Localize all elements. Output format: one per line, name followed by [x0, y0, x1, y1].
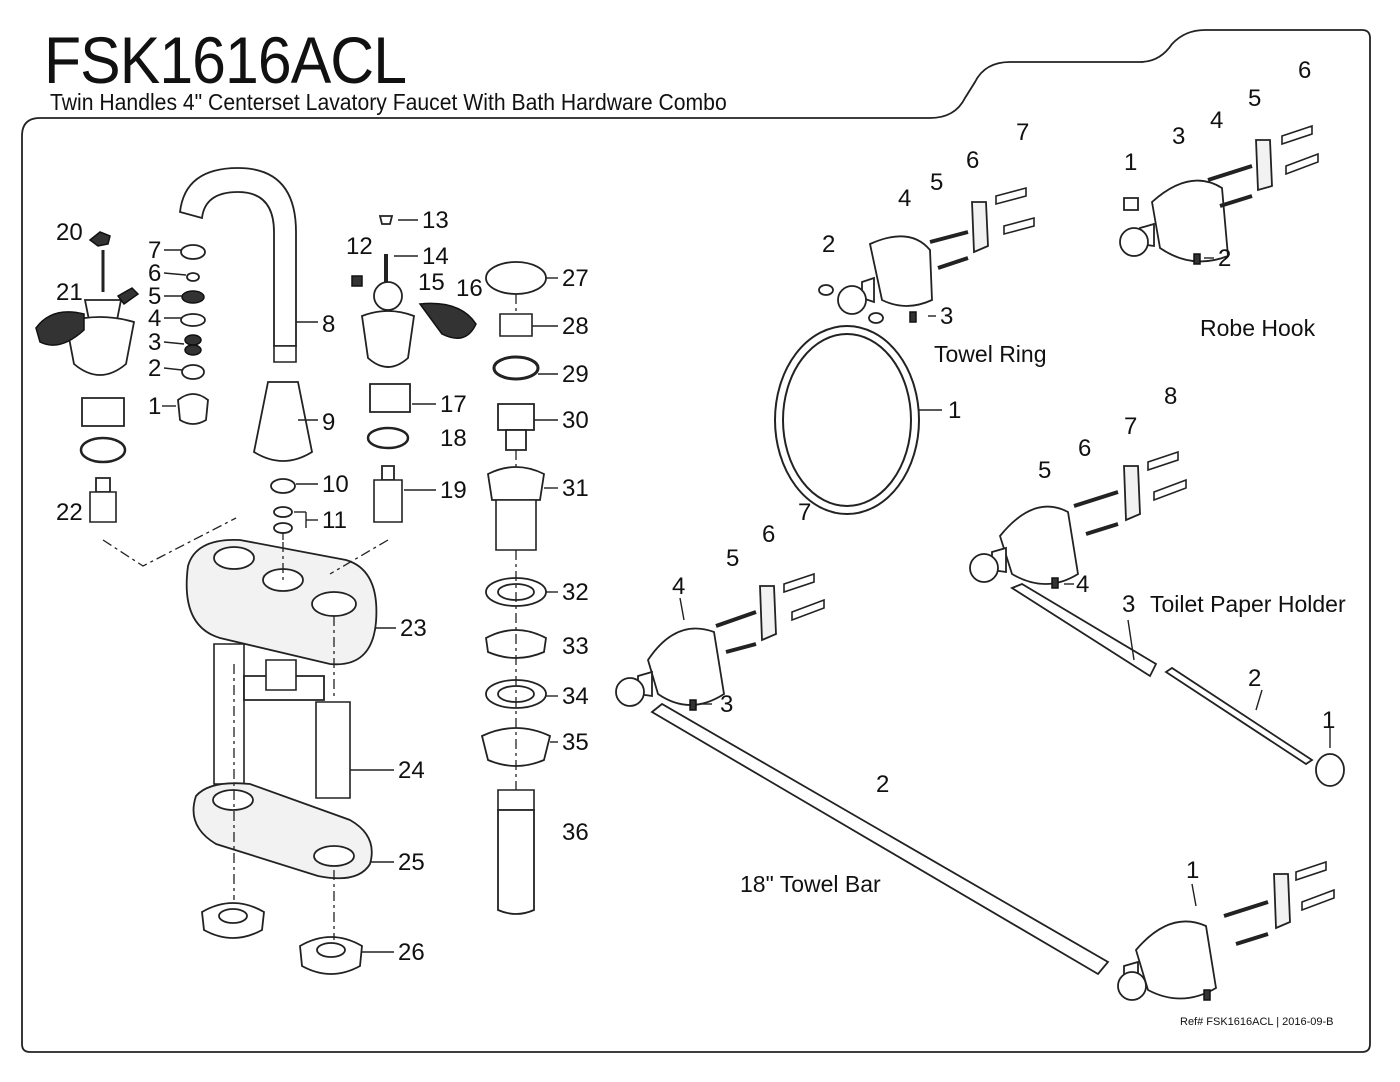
- towel-ring-caption: Towel Ring: [934, 341, 1047, 367]
- faucet-callout-31: 31: [562, 475, 589, 502]
- faucet-callout-25: 25: [398, 849, 425, 876]
- faucet-callout-21: 21: [56, 279, 83, 306]
- robe-hook-callout-5: 5: [1248, 85, 1261, 112]
- faucet-leaders: [162, 219, 558, 953]
- base-plate-part: [192, 782, 373, 880]
- faucet-callout-30: 30: [562, 407, 589, 434]
- faucet-callout-17: 17: [440, 391, 467, 418]
- towel-ring-callout-2: 2: [822, 231, 835, 258]
- towel-bar-callout-7: 7: [798, 499, 811, 526]
- toilet-paper-holder-callout-2: 2: [1248, 665, 1261, 692]
- towel-ring-callout-1: 1: [948, 397, 961, 424]
- toilet-paper-holder-callout-7: 7: [1124, 413, 1137, 440]
- washer-stack-part: [177, 244, 209, 425]
- faucet-callout-15: 15: [418, 269, 445, 296]
- faucet-callout-29: 29: [562, 361, 589, 388]
- robe-hook-callout-2: 2: [1218, 245, 1231, 272]
- faucet-callout-14: 14: [422, 243, 449, 270]
- mounting-nut-part: [201, 902, 363, 975]
- left-handle-part: [35, 231, 140, 523]
- faucet-callout-22: 22: [56, 499, 83, 526]
- faucet-callout-1: 1: [148, 393, 161, 420]
- towel-bar-callout-2: 2: [876, 771, 889, 798]
- faucet-callout-3: 3: [148, 329, 161, 356]
- faucet-callout-12: 12: [346, 233, 373, 260]
- towel-bar-assembly: 18" Towel Bar 1 2 3 4 5 6 7: [615, 499, 1335, 1001]
- towel-bar-callout-1: 1: [1186, 857, 1199, 884]
- faucet-assembly: 1 2 3 4 5 6 7 8 9 10 11 12 13 14 15 16 1…: [35, 167, 589, 975]
- faucet-callout-6: 6: [148, 260, 161, 287]
- towel-ring-assembly: Towel Ring 1 2 3 4 5 6 7: [774, 119, 1047, 515]
- page-subtitle: Twin Handles 4" Centerset Lavatory Fauce…: [50, 89, 727, 115]
- robe-hook-callout-1: 1: [1124, 149, 1137, 176]
- robe-hook-assembly: Robe Hook 1 2 3 4 5 6: [1119, 57, 1319, 341]
- towel-bar-callout-4: 4: [672, 573, 685, 600]
- towel-ring-callout-6: 6: [966, 147, 979, 174]
- pop-up-drain-part: [480, 261, 552, 915]
- robe-hook-callout-3: 3: [1172, 123, 1185, 150]
- robe-hook-callout-4: 4: [1210, 107, 1223, 134]
- reference-number: Ref# FSK1616ACL | 2016-09-B: [1180, 1016, 1334, 1028]
- toilet-paper-holder-callout-8: 8: [1164, 383, 1177, 410]
- faucet-callout-35: 35: [562, 729, 589, 756]
- faucet-callout-28: 28: [562, 313, 589, 340]
- faucet-callouts: 1 2 3 4 5 6 7 8 9 10 11 12 13 14 15 16 1…: [56, 207, 589, 966]
- faucet-callout-10: 10: [322, 471, 349, 498]
- towel-ring-callout-3: 3: [940, 303, 953, 330]
- faucet-callout-7: 7: [148, 237, 161, 264]
- towel-bar-caption: 18" Towel Bar: [740, 871, 881, 897]
- faucet-callout-4: 4: [148, 305, 161, 332]
- towel-bar-callout-3: 3: [720, 691, 733, 718]
- faucet-callout-23: 23: [400, 615, 427, 642]
- page-title: FSK1616ACL: [44, 23, 407, 97]
- toilet-paper-holder-callout-5: 5: [1038, 457, 1051, 484]
- faucet-callout-24: 24: [398, 757, 425, 784]
- faucet-callout-2: 2: [148, 355, 161, 382]
- towel-ring-callout-7: 7: [1016, 119, 1029, 146]
- toilet-paper-holder-callout-6: 6: [1078, 435, 1091, 462]
- toilet-paper-holder-callout-3: 3: [1122, 591, 1135, 618]
- faucet-callout-16: 16: [456, 275, 483, 302]
- faucet-callout-32: 32: [562, 579, 589, 606]
- faucet-callout-20: 20: [56, 219, 83, 246]
- faucet-callout-36: 36: [562, 819, 589, 846]
- faucet-callout-5: 5: [148, 283, 161, 310]
- toilet-paper-holder-assembly: Toilet Paper Holder 1 2 3 4 5 6 7 8: [969, 383, 1346, 787]
- towel-bar-callout-5: 5: [726, 545, 739, 572]
- faucet-callout-13: 13: [422, 207, 449, 234]
- faucet-callout-11: 11: [322, 507, 347, 534]
- toilet-paper-holder-callout-1: 1: [1322, 707, 1335, 734]
- faucet-callout-18: 18: [440, 425, 467, 452]
- faucet-callout-8: 8: [322, 311, 335, 338]
- deck-plate-part: [185, 539, 378, 666]
- valve-body-part: [213, 643, 351, 799]
- towel-ring-callout-5: 5: [930, 169, 943, 196]
- right-handle-part: [351, 215, 477, 523]
- towel-ring-callout-4: 4: [898, 185, 911, 212]
- faucet-callout-33: 33: [562, 633, 589, 660]
- robe-hook-caption: Robe Hook: [1200, 315, 1316, 341]
- faucet-callout-34: 34: [562, 683, 589, 710]
- faucet-callout-9: 9: [322, 409, 335, 436]
- towel-bar-callout-6: 6: [762, 521, 775, 548]
- faucet-callout-27: 27: [562, 265, 589, 292]
- toilet-paper-holder-caption: Toilet Paper Holder: [1150, 591, 1346, 617]
- spout-part: [179, 167, 314, 534]
- toilet-paper-holder-callout-4: 4: [1076, 571, 1089, 598]
- robe-hook-callout-6: 6: [1298, 57, 1311, 84]
- diagram-border: [21, 29, 1371, 1053]
- faucet-callout-19: 19: [440, 477, 467, 504]
- faucet-callout-26: 26: [398, 939, 425, 966]
